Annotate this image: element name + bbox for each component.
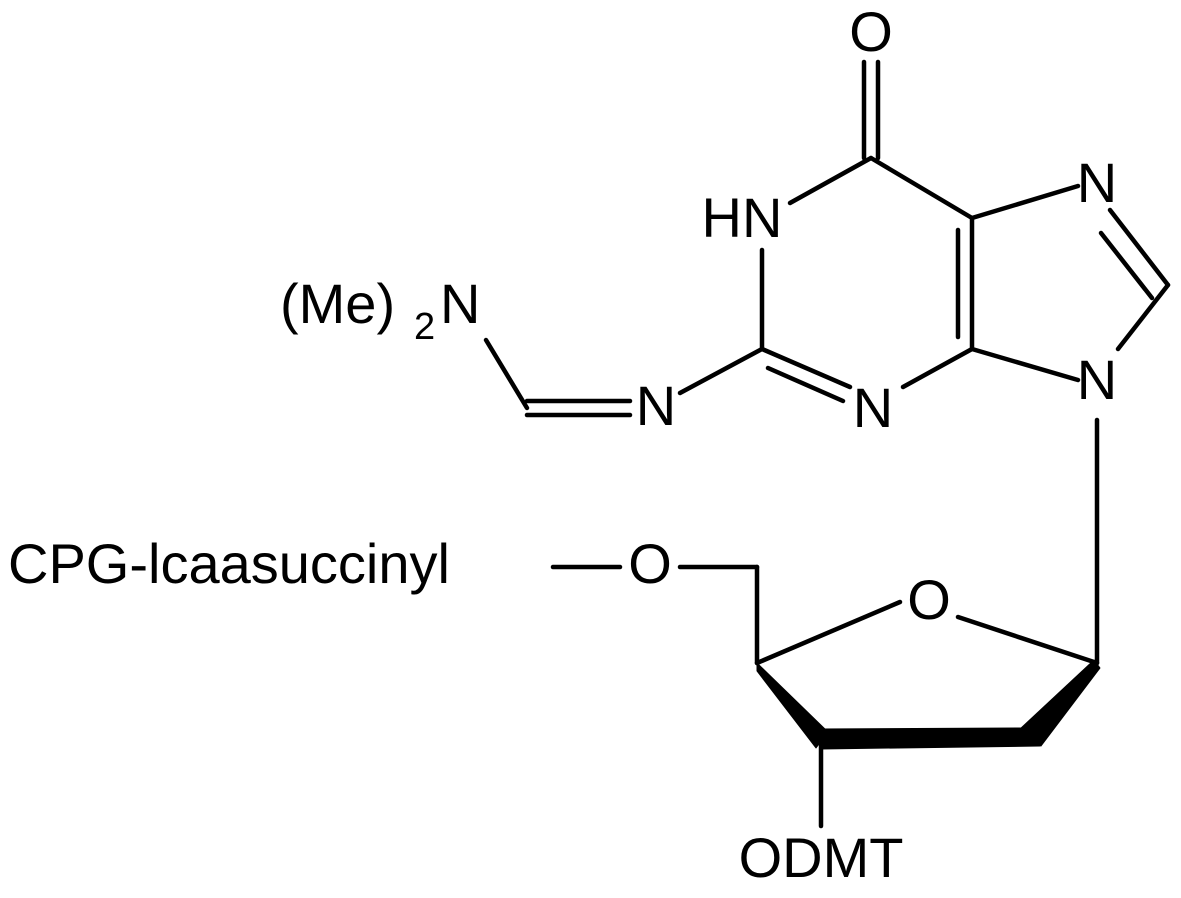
wedges: [756, 659, 1101, 750]
n7-label: N: [1077, 151, 1117, 214]
o5prime-label: O: [628, 532, 672, 595]
bond-ch-nme2: [483, 337, 530, 411]
carbonyl-o-label: O: [849, 0, 893, 63]
dimethylamino-n-label: N: [440, 272, 480, 335]
bond-c4-n3: [900, 346, 975, 390]
bonds: [483, 59, 1171, 829]
bond-c6-c5: [868, 155, 975, 221]
linker-label: CPG-lcaasuccinyl: [8, 532, 450, 595]
atom-labels: O HN N N N N (Me) 2 N CPG-lcaasuccinyl O…: [8, 0, 1117, 889]
bond-n3-c2-2: [765, 365, 846, 404]
amidine-n-label: N: [636, 374, 676, 437]
bond-c8-n9: [1115, 282, 1171, 352]
wedge-c3prime-c2prime: [820, 727, 1041, 750]
wedge-c2prime-c1prime: [1019, 659, 1101, 747]
ring-o-label: O: [907, 568, 951, 631]
odmt-label: ODMT: [739, 826, 904, 889]
n9-label: N: [1077, 348, 1117, 411]
dimethylamino-prefix-label: (Me): [280, 272, 395, 335]
bond-c1prime-o4prime: [955, 614, 1100, 666]
dimethylamino-subscript-label: 2: [414, 306, 435, 348]
bond-n9-c4: [969, 346, 1081, 383]
bond-n7-c8-2: [1098, 230, 1155, 301]
bond-n3-c2-1: [759, 346, 853, 390]
bond-n7-c8-1: [1107, 207, 1171, 288]
wedge-c4prime-c3prime: [756, 662, 829, 749]
bond-c5-n7: [969, 183, 1081, 221]
bond-c6-n1: [787, 155, 874, 206]
n1-label: HN: [702, 186, 783, 249]
bond-o4prime-c4prime: [754, 599, 903, 666]
bond-c2-amidine-n: [677, 346, 765, 396]
n3-label: N: [853, 376, 893, 439]
